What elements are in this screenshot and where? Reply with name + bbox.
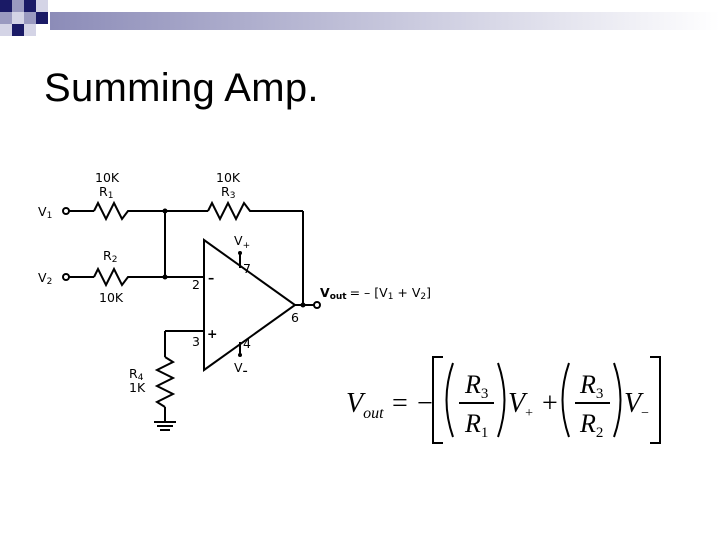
paren-1-left	[445, 362, 454, 438]
paren-1-right	[497, 362, 506, 438]
v-plus-supply-label: V+	[234, 233, 250, 251]
v-minus-supply-label: V–	[234, 360, 248, 377]
junction-output	[300, 302, 306, 308]
r2-value-label: 10K	[99, 290, 124, 305]
slide-title: Summing Amp.	[44, 66, 319, 110]
outer-left-bracket	[432, 356, 443, 444]
outer-right-bracket	[650, 356, 661, 444]
v2-terminal	[62, 273, 70, 281]
v1-label: V1	[38, 204, 52, 221]
resistor-r1	[93, 200, 132, 222]
decor-square-light-4	[24, 24, 36, 36]
output-equation-label: Vout= – [V1 + V2]	[320, 285, 431, 302]
junction-r1-r3	[162, 208, 168, 214]
junction-dots	[162, 208, 306, 357]
v-plus-pin-dot	[238, 251, 242, 255]
formula-v-minus: V−	[624, 388, 649, 421]
decor-square-dark-4	[12, 24, 24, 36]
junction-r2	[162, 274, 168, 280]
gain-formula: Vout = − R3 R1 V+ + R3 R2 V−	[346, 356, 661, 444]
pin-7-label: 7	[243, 261, 251, 276]
opamp-triangle	[203, 238, 297, 372]
fraction-2-denominator: R2	[579, 409, 603, 441]
v-minus-pin-dot	[238, 353, 242, 357]
opamp-plus-sign: +	[207, 326, 217, 341]
pin-6-label: 6	[291, 310, 299, 325]
decor-square-light-2	[12, 12, 24, 24]
r1-value-label: 10K	[95, 170, 120, 185]
v1-terminal	[62, 207, 70, 215]
decor-square-mid-1	[12, 0, 24, 12]
ground-symbol	[154, 421, 176, 431]
r4-name-label: R4	[129, 366, 144, 383]
opamp-minus-sign: –	[208, 270, 214, 285]
r2-name-label: R2	[103, 248, 117, 265]
formula-plus: +	[542, 388, 558, 419]
formula-equals: =	[392, 388, 408, 419]
circuit-wires	[62, 200, 321, 422]
v2-label: V2	[38, 270, 52, 287]
formula-lhs: Vout	[346, 388, 384, 422]
slide-decoration	[0, 0, 720, 36]
r1-name-label: R1	[99, 184, 113, 201]
resistor-r3	[207, 200, 255, 222]
pin-4-label: 4	[243, 336, 251, 351]
decor-square-dark-2	[24, 0, 36, 12]
decor-square-light-3	[0, 24, 12, 36]
resistor-r2	[93, 266, 132, 288]
pin-3-label: 3	[192, 334, 200, 349]
decor-square-mid-2	[0, 12, 12, 24]
formula-brackets	[432, 356, 661, 444]
resistor-r4	[154, 356, 176, 408]
fraction-1-denominator: R1	[464, 409, 488, 441]
r4-value-label: 1K	[129, 380, 146, 395]
formula-minus: −	[417, 388, 433, 419]
fraction-1-numerator: R3	[464, 370, 488, 402]
paren-2-left	[561, 362, 570, 438]
formula-v-plus: V+	[508, 388, 533, 421]
decor-square-dark-1	[0, 0, 12, 12]
pin-2-label: 2	[192, 277, 200, 292]
fraction-2-numerator: R3	[579, 370, 603, 402]
r3-name-label: R3	[221, 184, 235, 201]
decor-square-mid-3	[24, 12, 36, 24]
r3-value-label: 10K	[216, 170, 241, 185]
decor-bar	[50, 12, 720, 30]
decor-square-light-1	[36, 0, 48, 12]
output-terminal	[313, 301, 321, 309]
paren-2-right	[613, 362, 622, 438]
decor-square-dark-3	[36, 12, 48, 24]
